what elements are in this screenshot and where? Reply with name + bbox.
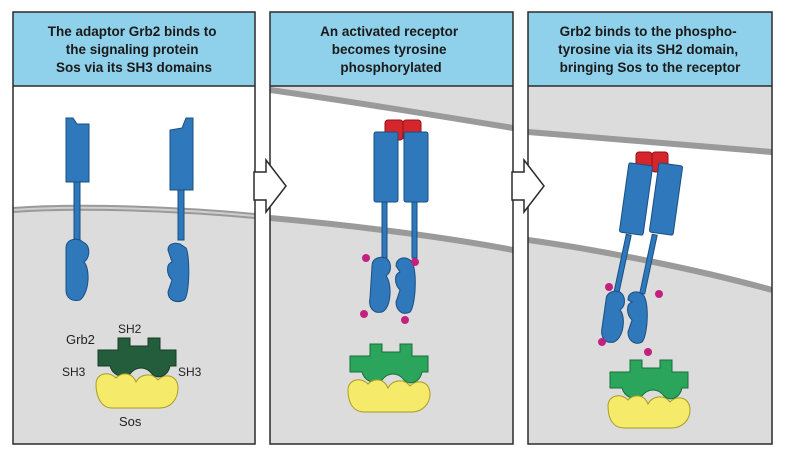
grb2-sos-complex-panel-2 xyxy=(347,343,431,413)
panel-2-title: An activated receptor becomes tyrosine p… xyxy=(320,24,462,75)
panel-3-title-line-1: Grb2 binds to the phospho- xyxy=(560,24,737,39)
panel-1-title-line-2: the signaling protein xyxy=(66,42,199,57)
panel-3-membrane-top xyxy=(528,129,772,155)
panel-1-title: The adaptor Grb2 binds to the signaling … xyxy=(48,24,221,75)
sh2-label: SH2 xyxy=(118,322,142,336)
receptor-monomer-left xyxy=(65,117,90,301)
step-arrow-icon xyxy=(253,157,287,215)
panel-3-header xyxy=(528,12,772,86)
panel-3-title-line-3: bringing Sos to the receptor xyxy=(560,60,742,75)
panel-1-title-line-3: Sos via its SH3 domains xyxy=(56,60,212,75)
grb2-label: Grb2 xyxy=(66,332,95,347)
receptor-monomer-right xyxy=(167,117,194,303)
panel-3: Grb2 binds to the phospho- tyrosine via … xyxy=(527,11,773,445)
sh3-right-label: SH3 xyxy=(178,365,202,379)
panel-2-title-line-1: An activated receptor xyxy=(320,24,459,39)
grb2-protein xyxy=(97,337,177,378)
panel-2-membrane xyxy=(270,215,513,253)
panel-2-header xyxy=(270,12,513,86)
panel-3-title: Grb2 binds to the phospho- tyrosine via … xyxy=(558,24,742,75)
panel-2: An activated receptor becomes tyrosine p… xyxy=(269,11,514,445)
panel-3-title-line-2: tyrosine via its SH2 domain, xyxy=(558,42,738,57)
panel-2-title-line-3: phosphorylated xyxy=(340,60,441,75)
sos-protein xyxy=(95,373,179,409)
panel-2-title-line-2: becomes tyrosine xyxy=(332,42,447,57)
grb2-sos-complex-free: Grb2 SH2 SH3 SH3 Sos xyxy=(62,322,202,429)
activated-receptor-dimer xyxy=(360,119,429,324)
panel-2-membrane-top xyxy=(270,87,513,131)
receptor-grb2-sos-bound xyxy=(598,151,691,429)
sos-label: Sos xyxy=(119,414,142,429)
panel-1: Grb2 SH2 SH3 SH3 Sos The adaptor Grb2 bi… xyxy=(12,11,256,445)
sh3-left-label: SH3 xyxy=(62,365,86,379)
step-arrow-icon xyxy=(511,157,545,215)
panel-1-title-line-1: The adaptor Grb2 binds to xyxy=(48,24,217,39)
panel-1-header xyxy=(13,12,255,86)
